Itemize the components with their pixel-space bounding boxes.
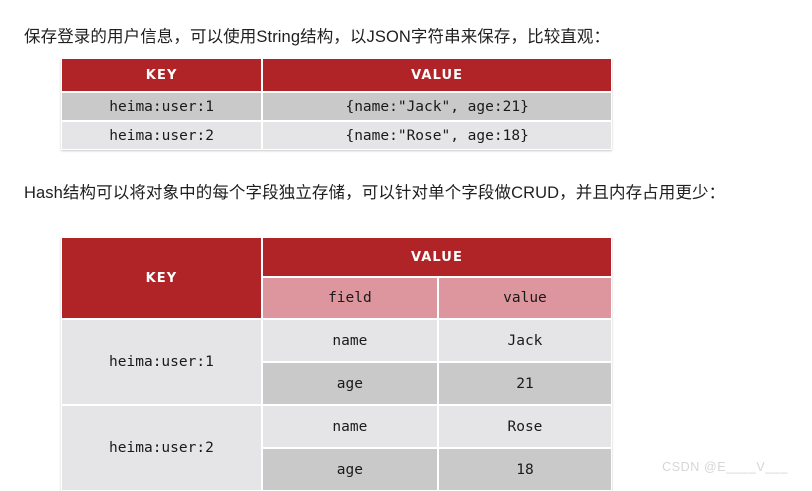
hash-table-header-key: KEY xyxy=(61,237,262,319)
string-table-key-1: heima:user:1 xyxy=(61,92,263,121)
hash-intro-paragraph: Hash结构可以将对象中的每个字段独立存储，可以针对单个字段做CRUD，并且内存… xyxy=(24,184,726,202)
hash-structure-table: KEY VALUE field value heima:user:1 name … xyxy=(61,237,612,491)
table-row: heima:user:1 name Jack xyxy=(61,319,612,405)
hash-table-header-value: VALUE xyxy=(261,237,612,277)
hash-table-value-1-1: Jack xyxy=(437,319,612,362)
hash-table-key-1: heima:user:1 xyxy=(61,319,262,405)
table-header-row: KEY VALUE xyxy=(61,237,612,319)
hash-table-value-2-2: 18 xyxy=(437,448,612,491)
table-row: heima:user:2 {name:"Rose", age:18} xyxy=(61,121,612,150)
table-header-row: KEY VALUE xyxy=(61,58,612,92)
hash-table-subheader-field: field xyxy=(261,277,438,319)
string-structure-table: KEY VALUE heima:user:1 {name:"Jack", age… xyxy=(61,58,612,150)
hash-table-key-2: heima:user:2 xyxy=(61,405,262,491)
string-table-header-value: VALUE xyxy=(262,58,612,92)
hash-table-field-1-2: age xyxy=(261,362,438,405)
hash-table-field-2-2: age xyxy=(261,448,438,491)
string-table-header-key: KEY xyxy=(61,58,263,92)
table-row: heima:user:2 name Rose xyxy=(61,405,612,491)
hash-table-field-1-1: name xyxy=(261,319,438,362)
csdn-watermark: CSDN @E____V___ xyxy=(662,460,788,474)
table-row: heima:user:1 {name:"Jack", age:21} xyxy=(61,92,612,121)
hash-table-subheader-value: value xyxy=(437,277,612,319)
hash-table-field-2-1: name xyxy=(261,405,438,448)
hash-table-value-1-2: 21 xyxy=(437,362,612,405)
table-row: age 21 xyxy=(61,362,612,405)
string-table-key-2: heima:user:2 xyxy=(61,121,263,150)
table-subheader-row: field value xyxy=(61,277,612,319)
string-table-value-2: {name:"Rose", age:18} xyxy=(262,121,612,150)
string-table-value-1: {name:"Jack", age:21} xyxy=(262,92,612,121)
string-intro-paragraph: 保存登录的用户信息，可以使用String结构，以JSON字符串来保存，比较直观： xyxy=(24,28,611,46)
hash-table-value-2-1: Rose xyxy=(437,405,612,448)
